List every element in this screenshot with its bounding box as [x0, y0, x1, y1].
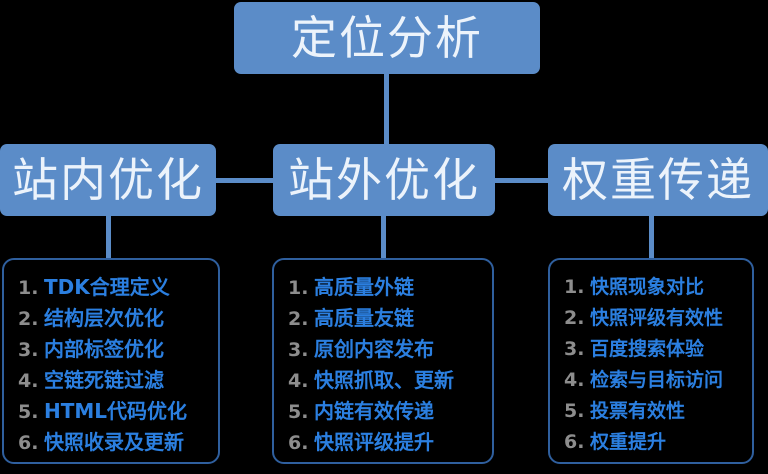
list-item-number: 1.	[288, 277, 309, 299]
list-item: 2. 高质量友链	[288, 303, 486, 334]
list-item-text: HTML代码优化	[44, 399, 188, 423]
list-item-text: 内部标签优化	[44, 337, 164, 361]
list-item-text: 百度搜索体验	[590, 338, 705, 360]
list-item-number: 1.	[564, 276, 585, 298]
list-item-text: 快照评级提升	[314, 430, 434, 454]
list-item: 3. 原创内容发布	[288, 334, 486, 365]
list-item: 1. 快照现象对比	[564, 272, 746, 303]
list-item-text: 空链死链过滤	[44, 368, 164, 392]
list-item-number: 3.	[288, 339, 309, 361]
branch-node-off-site[interactable]: 站外优化	[273, 144, 495, 216]
list-item-text: 快照现象对比	[590, 276, 705, 298]
list-item: 2. 结构层次优化	[18, 303, 212, 334]
branch-node-weight-transfer[interactable]: 权重传递	[548, 144, 768, 216]
list-item: 1. 高质量外链	[288, 272, 486, 303]
list-item-number: 6.	[564, 431, 585, 453]
list-item: 4. 空链死链过滤	[18, 365, 212, 396]
list-item: 6. 权重提升	[564, 427, 746, 458]
root-node-label: 定位分析	[291, 11, 483, 65]
branch-node-on-site[interactable]: 站内优化	[0, 144, 216, 216]
list-item-number: 5.	[288, 401, 309, 423]
list-item-text: 内链有效传递	[314, 399, 434, 423]
detail-list-weight-transfer: 1. 快照现象对比 2. 快照评级有效性 3. 百度搜索体验 4. 检索与目标访…	[564, 272, 746, 458]
list-item-number: 5.	[18, 401, 39, 423]
list-item: 1. TDK合理定义	[18, 272, 212, 303]
list-item-text: 结构层次优化	[44, 306, 164, 330]
branch-node-off-site-label: 站外优化	[288, 153, 480, 207]
detail-panel-weight-transfer: 1. 快照现象对比 2. 快照评级有效性 3. 百度搜索体验 4. 检索与目标访…	[548, 258, 754, 464]
list-item-text: 快照评级有效性	[590, 307, 724, 329]
list-item-number: 6.	[288, 432, 309, 454]
list-item-text: 检索与目标访问	[590, 369, 724, 391]
list-item: 5. 投票有效性	[564, 396, 746, 427]
list-item-number: 2.	[18, 308, 39, 330]
list-item-number: 4.	[288, 370, 309, 392]
list-item-number: 6.	[18, 432, 39, 454]
connector-center-to-right	[493, 178, 550, 183]
list-item-number: 2.	[564, 307, 585, 329]
list-item-number: 5.	[564, 400, 585, 422]
list-item: 2. 快照评级有效性	[564, 303, 746, 334]
list-item: 6. 快照收录及更新	[18, 427, 212, 458]
list-item-number: 2.	[288, 308, 309, 330]
list-item: 4. 检索与目标访问	[564, 365, 746, 396]
list-item-text: 高质量友链	[314, 306, 414, 330]
connector-right-to-panel	[649, 214, 654, 260]
list-item-number: 3.	[18, 339, 39, 361]
connector-left-to-panel	[106, 214, 111, 260]
list-item-number: 3.	[564, 338, 585, 360]
list-item-text: 快照收录及更新	[44, 430, 184, 454]
branch-node-weight-transfer-label: 权重传递	[562, 153, 754, 207]
list-item-text: 快照抓取、更新	[314, 368, 454, 392]
detail-list-on-site: 1. TDK合理定义 2. 结构层次优化 3. 内部标签优化 4. 空链死链过滤…	[18, 272, 212, 458]
connector-left-to-center	[214, 178, 275, 183]
list-item-text: 原创内容发布	[314, 337, 434, 361]
connector-root-to-center	[384, 72, 389, 146]
connector-center-to-panel	[381, 214, 386, 260]
list-item-text: TDK合理定义	[44, 275, 170, 299]
list-item-text: 高质量外链	[314, 275, 414, 299]
list-item-text: 权重提升	[590, 431, 667, 453]
list-item-number: 4.	[18, 370, 39, 392]
detail-list-off-site: 1. 高质量外链 2. 高质量友链 3. 原创内容发布 4. 快照抓取、更新 5…	[288, 272, 486, 458]
list-item: 4. 快照抓取、更新	[288, 365, 486, 396]
list-item: 3. 内部标签优化	[18, 334, 212, 365]
list-item: 5. HTML代码优化	[18, 396, 212, 427]
list-item-text: 投票有效性	[590, 400, 686, 422]
list-item: 3. 百度搜索体验	[564, 334, 746, 365]
list-item: 5. 内链有效传递	[288, 396, 486, 427]
root-node[interactable]: 定位分析	[234, 2, 540, 74]
list-item-number: 1.	[18, 277, 39, 299]
list-item-number: 4.	[564, 369, 585, 391]
branch-node-on-site-label: 站内优化	[12, 153, 204, 207]
detail-panel-off-site: 1. 高质量外链 2. 高质量友链 3. 原创内容发布 4. 快照抓取、更新 5…	[272, 258, 494, 464]
detail-panel-on-site: 1. TDK合理定义 2. 结构层次优化 3. 内部标签优化 4. 空链死链过滤…	[2, 258, 220, 464]
list-item: 6. 快照评级提升	[288, 427, 486, 458]
